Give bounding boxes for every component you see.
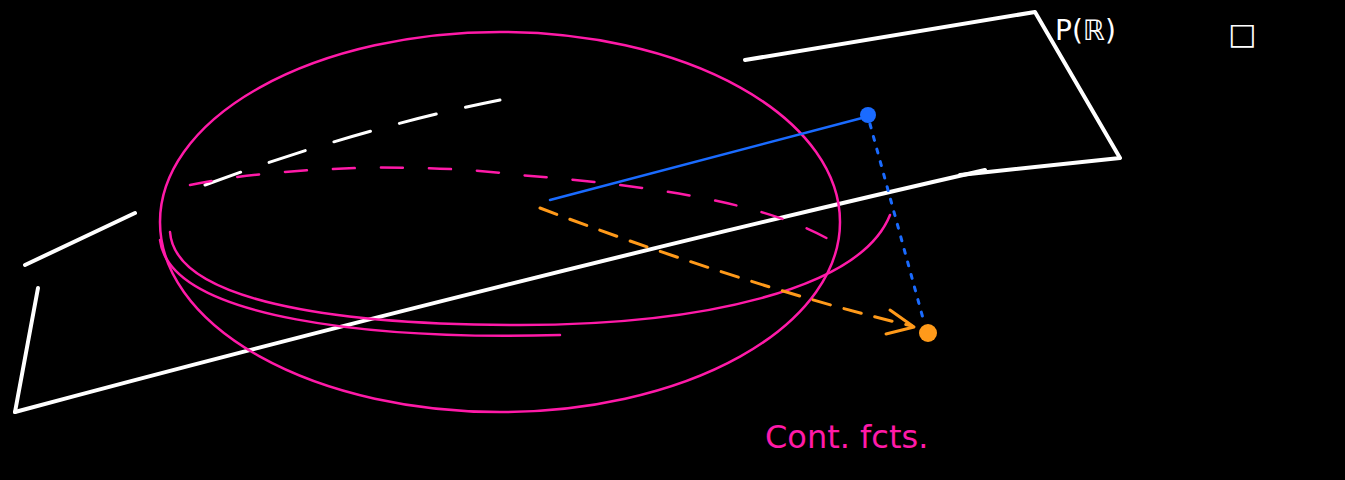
vector-line (550, 118, 862, 200)
projection-arrow (540, 208, 912, 326)
projection-drop (870, 124, 924, 322)
plane-edge (15, 288, 38, 412)
projected-point (919, 324, 937, 342)
function-set-equator (160, 240, 560, 336)
function-set-equator (170, 215, 890, 325)
space-label-holder: P(ℝ) (1055, 14, 1116, 47)
function-set-back-edge (190, 168, 830, 240)
set-label-holder: Cont. fcts. (765, 418, 928, 456)
qed-symbol-holder: □ (1228, 16, 1256, 51)
set-label: Cont. fcts. (765, 418, 928, 456)
qed-symbol: □ (1228, 16, 1256, 51)
plane-edge (745, 12, 1120, 175)
space-label: P(ℝ) (1055, 14, 1116, 47)
function-point (860, 107, 876, 123)
projection-arrowhead (886, 310, 914, 334)
function-set-outline (160, 32, 840, 412)
plane-edge (25, 213, 135, 265)
plane-hidden-edge (205, 100, 500, 185)
